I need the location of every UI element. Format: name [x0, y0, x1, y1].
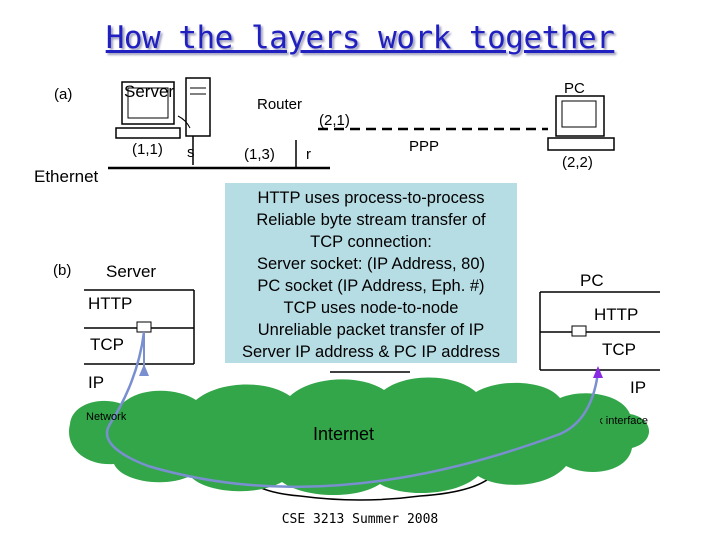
part-b-label: (b): [53, 262, 72, 279]
callout-line: Unreliable packet transfer of IP: [257, 321, 485, 339]
ppp-label: PPP: [409, 138, 440, 155]
callout-line: PC socket (IP Address, Eph. #): [257, 277, 485, 295]
slide-title: How the layers work together: [105, 20, 615, 56]
ethernet-label: Ethernet: [34, 167, 99, 186]
router-label: Router: [257, 96, 303, 113]
callout-line: HTTP uses process-to-process: [257, 189, 485, 207]
server-address: (1,1): [132, 141, 163, 158]
server-arrow-head: [139, 364, 149, 376]
server-layer-http: HTTP: [88, 294, 133, 313]
pc-layer-http: HTTP: [594, 305, 639, 324]
callout-line: TCP connection:: [310, 233, 432, 251]
callout-line: Server socket: (IP Address, 80): [256, 255, 486, 273]
pc-protocol-stack: [539, 291, 660, 371]
server-protocol-stack: [84, 289, 195, 365]
server-layer-ip: IP: [88, 373, 105, 392]
explanation-callout: HTTP uses process-to-process Reliable by…: [225, 183, 517, 363]
part-a-label: (a): [54, 86, 73, 103]
router-ppp-address: (2,1): [319, 112, 350, 129]
pc-address: (2,2): [562, 154, 593, 171]
pc-computer-icon: [547, 95, 615, 151]
server-layer-tcp: TCP: [90, 335, 124, 354]
slide-footer: CSE 3213 Summer 2008: [281, 512, 439, 527]
router-mark: r: [306, 146, 311, 163]
pc-network-interface: Network interface: [600, 415, 648, 427]
pc-layer-tcp: TCP: [602, 340, 636, 359]
server-network-interface: Network interface: [86, 411, 126, 423]
server-computer-icon: [115, 77, 211, 139]
server-label: Server: [124, 82, 175, 101]
callout-line: Reliable byte stream transfer of: [256, 211, 486, 229]
internet-cloud: [69, 377, 650, 496]
internet-outline: [239, 469, 497, 501]
process-path-line: [105, 331, 600, 489]
server-b-label: Server: [106, 262, 157, 281]
pc-label: PC: [564, 80, 585, 97]
pc-arrow-head: [593, 366, 603, 378]
internet-label: Internet: [313, 424, 375, 444]
pc-b-label: PC: [580, 271, 604, 290]
pc-layer-ip: IP: [630, 378, 647, 397]
router-ethernet-address: (1,3): [244, 146, 275, 163]
server-mark: s: [187, 144, 195, 161]
callout-line: TCP uses node-to-node: [283, 299, 459, 317]
callout-line: Server IP address & PC IP address: [241, 343, 500, 361]
